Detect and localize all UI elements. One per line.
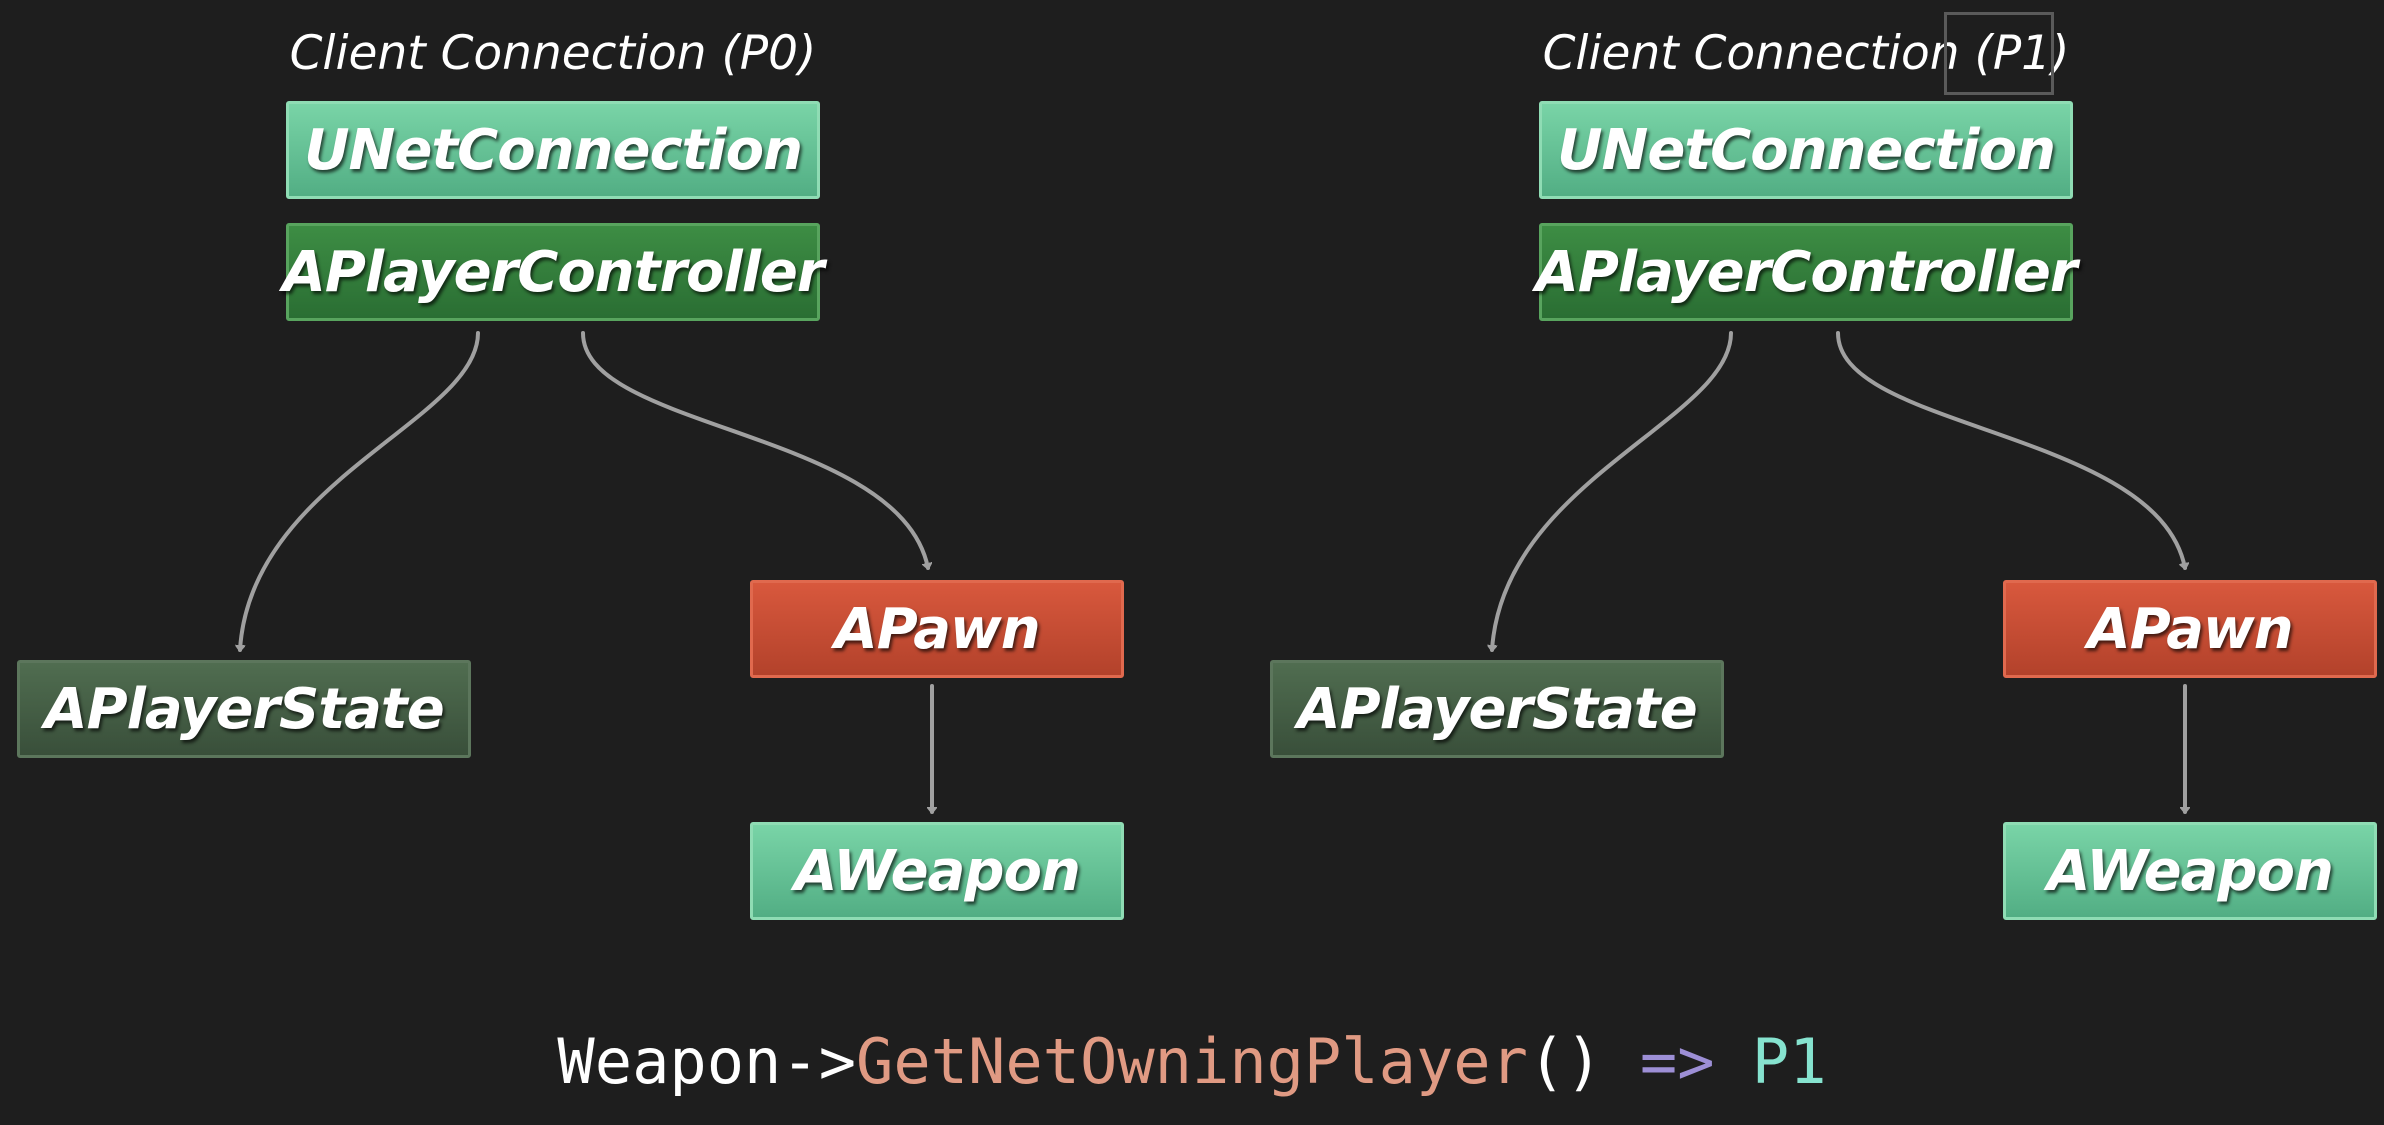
right-apawn-node: APawn [2003, 580, 2377, 678]
code-expression: Weapon->GetNetOwningPlayer() => P1 [0, 1025, 2384, 1098]
code-result: P1 [1751, 1025, 1827, 1098]
arrow-controller-to-pawn-left [581, 331, 928, 570]
right-aplayercontroller-node: APlayerController [1535, 223, 2078, 321]
left-aplayercontroller-node: APlayerController [282, 223, 825, 321]
right-aplayerstate-node: APlayerState [1270, 660, 1724, 758]
code-member-operator: -> [781, 1025, 857, 1098]
arrow-controller-to-playerstate-left [240, 331, 480, 652]
code-object: Weapon [557, 1025, 782, 1098]
left-unetconnection-node: UNetConnection [286, 101, 820, 199]
left-aplayerstate-node: APlayerState [17, 660, 471, 758]
code-method: GetNetOwningPlayer [856, 1025, 1528, 1098]
left-apawn-node: APawn [750, 580, 1124, 678]
right-header-prefix: Client Connection [1542, 26, 1975, 81]
p1-highlight-box [1944, 12, 2054, 95]
code-parens: () [1527, 1025, 1603, 1098]
arrow-controller-to-playerstate-right [1492, 331, 1733, 652]
right-unetconnection-node: UNetConnection [1539, 101, 2073, 199]
left-connection-header: Client Connection (P0) [289, 26, 817, 81]
code-result-arrow: => [1639, 1025, 1715, 1098]
arrow-controller-to-pawn-right [1836, 331, 2185, 570]
left-aweapon-node: AWeapon [750, 822, 1124, 920]
right-aweapon-node: AWeapon [2003, 822, 2377, 920]
